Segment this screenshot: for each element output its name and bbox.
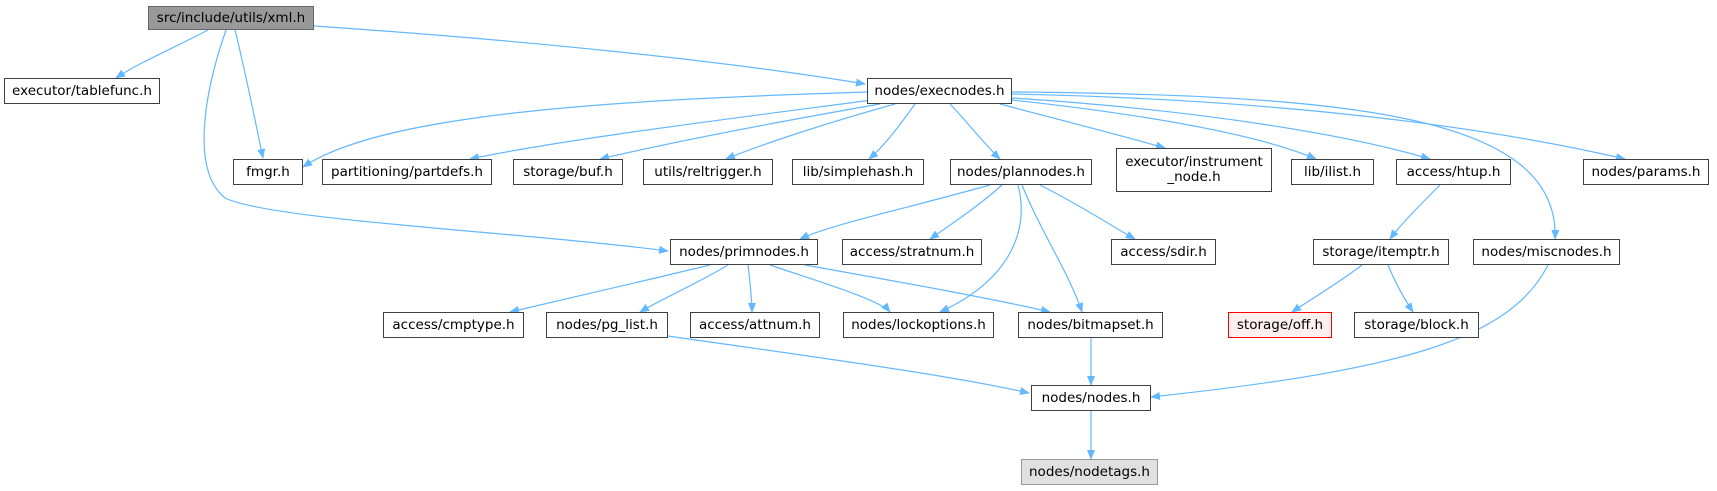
node-execnodes[interactable]: nodes/execnodes.h <box>867 78 1012 104</box>
edge-plannodes-sdir <box>1039 184 1136 240</box>
node-instrument-label-line1: executor/instrument <box>1125 154 1263 170</box>
edge-itemptr-block <box>1387 264 1414 313</box>
edge-miscnodes-nodes <box>1150 264 1549 401</box>
edge-primnodes-cmptype <box>509 264 711 314</box>
node-instrument[interactable]: executor/instrument _node.h <box>1116 148 1272 192</box>
node-attnum[interactable]: access/attnum.h <box>690 312 820 338</box>
edge-plannodes-bitmapset <box>1021 184 1084 313</box>
node-stratnum[interactable]: access/stratnum.h <box>842 239 982 265</box>
node-miscnodes[interactable]: nodes/miscnodes.h <box>1473 239 1620 265</box>
node-nodes[interactable]: nodes/nodes.h <box>1031 385 1151 411</box>
edge-itemptr-off <box>1291 264 1363 313</box>
node-bitmapset[interactable]: nodes/bitmapset.h <box>1018 312 1163 338</box>
edge-execnodes-instrument <box>999 103 1166 150</box>
node-lockoptions[interactable]: nodes/lockoptions.h <box>843 312 994 338</box>
node-ilist[interactable]: lib/ilist.h <box>1291 159 1374 185</box>
node-htup[interactable]: access/htup.h <box>1396 159 1511 185</box>
node-itemptr[interactable]: storage/itemptr.h <box>1313 239 1449 265</box>
edge-pg_list-nodes <box>667 335 1030 395</box>
edge-execnodes-fmgr <box>302 91 871 168</box>
edge-primnodes-bitmapset <box>804 264 1051 314</box>
edge-htup-itemptr <box>1389 184 1441 240</box>
node-block[interactable]: storage/block.h <box>1354 312 1479 338</box>
node-fmgr[interactable]: fmgr.h <box>233 159 303 185</box>
edge-execnodes-params <box>1011 93 1626 161</box>
edge-primnodes-attnum <box>747 264 756 313</box>
edge-execnodes-miscnodes <box>1011 91 1560 240</box>
edge-plannodes-stratnum <box>929 184 1003 240</box>
edge-xml-fmgr <box>234 29 266 159</box>
node-cmptype[interactable]: access/cmptype.h <box>383 312 524 338</box>
edge-plannodes-primnodes <box>799 184 991 240</box>
node-nodetags: nodes/nodetags.h <box>1021 459 1158 485</box>
edge-execnodes-ilist <box>1011 99 1317 160</box>
node-primnodes[interactable]: nodes/primnodes.h <box>670 239 818 265</box>
edge-xml-primnodes <box>203 29 669 254</box>
node-params[interactable]: nodes/params.h <box>1583 159 1709 185</box>
edge-xml-execnodes <box>313 25 866 87</box>
edge-execnodes-reltrigger <box>725 103 896 160</box>
node-partdefs[interactable]: partitioning/partdefs.h <box>322 159 492 185</box>
node-xml: src/include/utils/xml.h <box>148 6 314 30</box>
edge-primnodes-pg_list <box>639 264 729 313</box>
node-off: storage/off.h <box>1228 312 1332 338</box>
node-plannodes[interactable]: nodes/plannodes.h <box>950 159 1092 185</box>
edge-xml-tablefunc <box>115 29 209 79</box>
node-buf[interactable]: storage/buf.h <box>513 159 623 185</box>
node-tablefunc[interactable]: executor/tablefunc.h <box>4 78 160 104</box>
node-pg_list[interactable]: nodes/pg_list.h <box>546 312 668 338</box>
edge-execnodes-simplehash <box>868 103 916 160</box>
edge-primnodes-lockoptions <box>769 264 891 313</box>
node-instrument-label-line2: _node.h <box>1167 169 1221 185</box>
edge-execnodes-htup <box>1011 97 1431 161</box>
edge-plannodes-lockoptions <box>939 184 1022 313</box>
edge-execnodes-buf <box>599 103 881 161</box>
node-sdir[interactable]: access/sdir.h <box>1111 239 1216 265</box>
node-simplehash[interactable]: lib/simplehash.h <box>792 159 924 185</box>
node-reltrigger[interactable]: utils/reltrigger.h <box>643 159 773 185</box>
edge-execnodes-plannodes <box>949 103 1001 160</box>
edge-execnodes-partdefs <box>469 99 873 162</box>
